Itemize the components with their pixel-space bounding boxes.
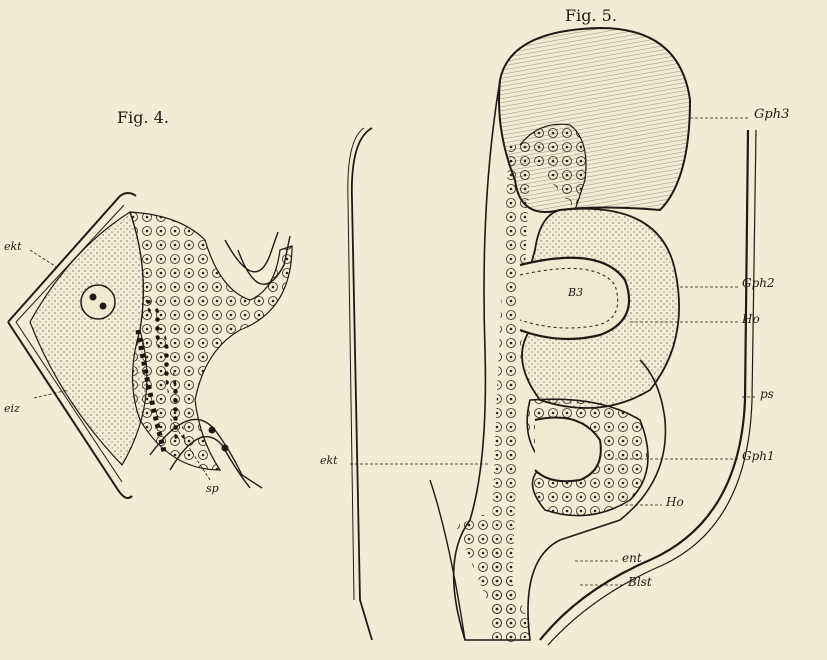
fig5-label-b3: B3 — [568, 286, 583, 299]
fig5-label-gph3: Gph3 — [754, 107, 789, 122]
fig5-left-perisarc — [352, 128, 372, 640]
fig5-label-ho-upper: Ho — [742, 312, 760, 326]
fig5-label-gph1: Gph1 — [742, 449, 775, 463]
fig4-egg-cell — [30, 212, 147, 465]
fig5-base — [430, 480, 465, 640]
fig5-label-gph2: Gph2 — [742, 276, 775, 290]
fig4-label-eiz: eiz — [4, 402, 20, 415]
fig5-label-ent: ent — [622, 551, 642, 565]
fig4-drawing — [8, 193, 292, 498]
fig5-label-ps: ps — [760, 387, 774, 401]
fig5-drawing — [348, 28, 756, 645]
fig4-nucleus — [81, 285, 115, 319]
fig5-label-ho-lower: Ho — [666, 495, 684, 509]
fig4-label-sp: sp — [206, 482, 219, 495]
fig4-label-ekt: ekt — [4, 240, 22, 253]
fig5-label-blst: Blst — [628, 575, 652, 589]
fig5-label-ekt: ekt — [320, 454, 338, 467]
